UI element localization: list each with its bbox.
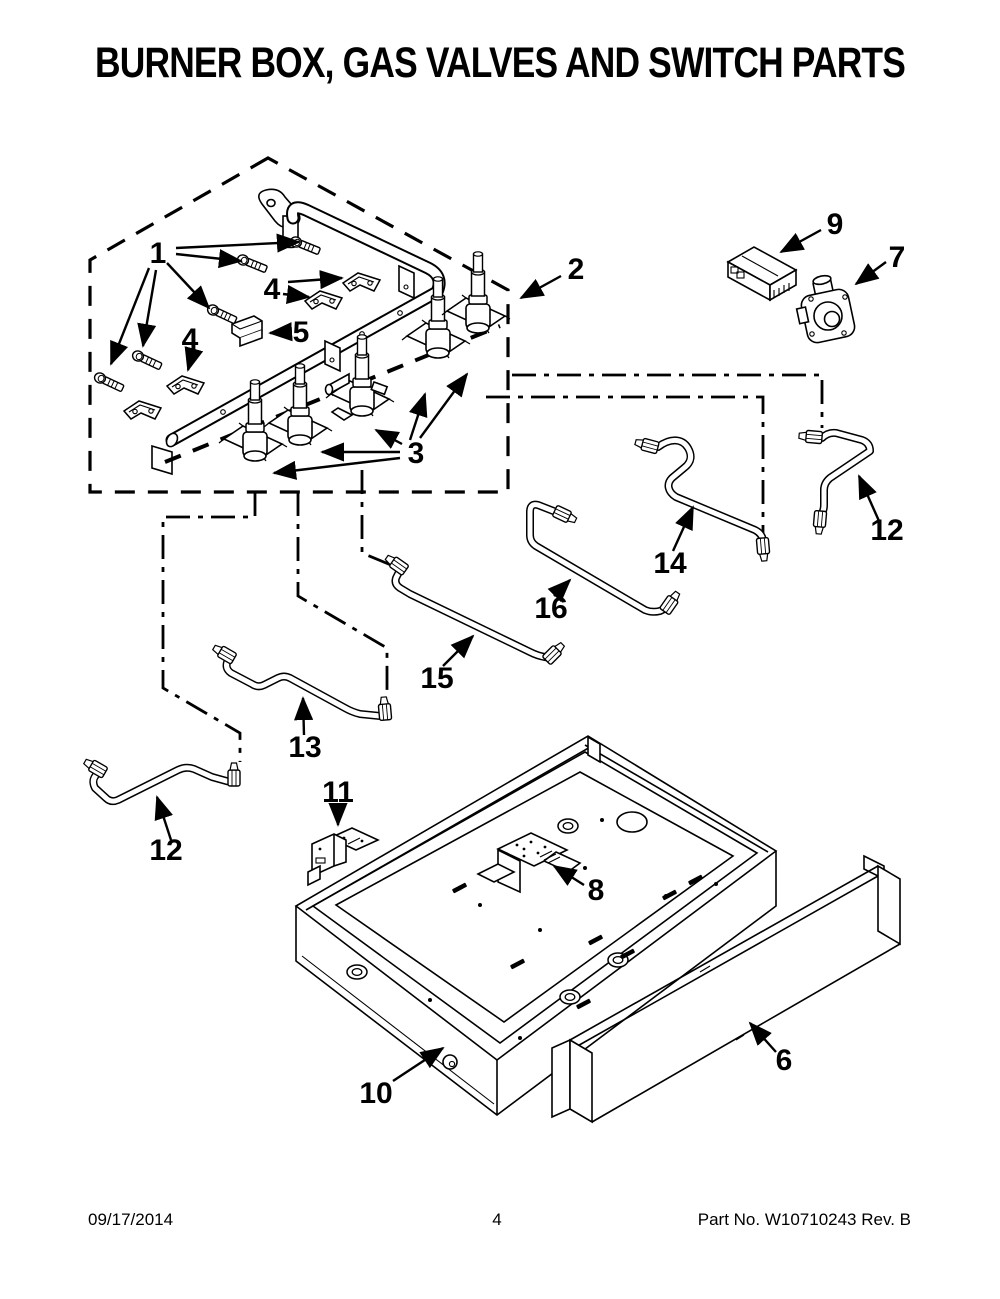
callout-14: 14 <box>653 547 687 580</box>
callout-7: 7 <box>889 241 906 274</box>
callout-15: 15 <box>420 662 453 695</box>
callout-10: 10 <box>359 1077 392 1110</box>
gas-tube-12-left <box>81 755 241 806</box>
callout-16: 16 <box>534 592 567 625</box>
footer-page-number: 4 <box>492 1210 501 1229</box>
callout-12-left: 12 <box>149 834 182 867</box>
manifold-tab <box>324 339 341 373</box>
spark-module <box>726 246 798 302</box>
box-floor-holes <box>346 811 718 1040</box>
screw <box>130 348 164 372</box>
callout-4-upper: 4 <box>264 273 281 306</box>
mounting-bracket <box>123 400 162 420</box>
gas-tube-16 <box>526 500 684 616</box>
burner-box <box>294 735 778 1117</box>
footer-date: 09/17/2014 <box>88 1210 173 1229</box>
clip <box>231 315 263 348</box>
callout-4-lower: 4 <box>182 323 199 356</box>
mounting-bracket <box>342 272 381 292</box>
gas-tube-13 <box>210 641 393 722</box>
gas-tube-12-right <box>797 428 874 536</box>
callout-6: 6 <box>776 1044 793 1077</box>
screw <box>92 370 126 394</box>
callout-1: 1 <box>150 237 167 270</box>
gas-valve-angled <box>324 333 395 421</box>
callout-8: 8 <box>588 874 605 907</box>
footer-part-number: Part No. W10710243 Rev. B <box>698 1210 911 1229</box>
callout-2: 2 <box>568 253 585 286</box>
callout-11: 11 <box>322 776 354 809</box>
manifold-end-bracket <box>151 444 173 476</box>
callout-arrows <box>109 228 887 1083</box>
callout-3: 3 <box>408 437 425 470</box>
screw <box>235 252 269 275</box>
routing-connector-lines <box>161 373 824 762</box>
screw <box>205 302 239 326</box>
mounting-bracket-8 <box>476 832 582 894</box>
pressure-regulator <box>795 274 856 344</box>
switch-bracket-11 <box>307 827 380 887</box>
callout-12-right: 12 <box>870 514 903 547</box>
screw <box>288 234 322 257</box>
callout-13: 13 <box>288 731 321 764</box>
callout-9: 9 <box>827 208 844 241</box>
callout-5: 5 <box>293 316 310 349</box>
gas-tube-14 <box>633 435 771 563</box>
mounting-bracket <box>304 290 343 310</box>
gas-valve <box>441 251 511 334</box>
mounting-bracket <box>166 375 205 395</box>
manifold-tab <box>398 264 415 300</box>
page-title: BURNER BOX, GAS VALVES AND SWITCH PARTS <box>95 39 905 87</box>
gas-tube-15 <box>382 551 568 666</box>
front-trim-channel <box>551 854 901 1124</box>
